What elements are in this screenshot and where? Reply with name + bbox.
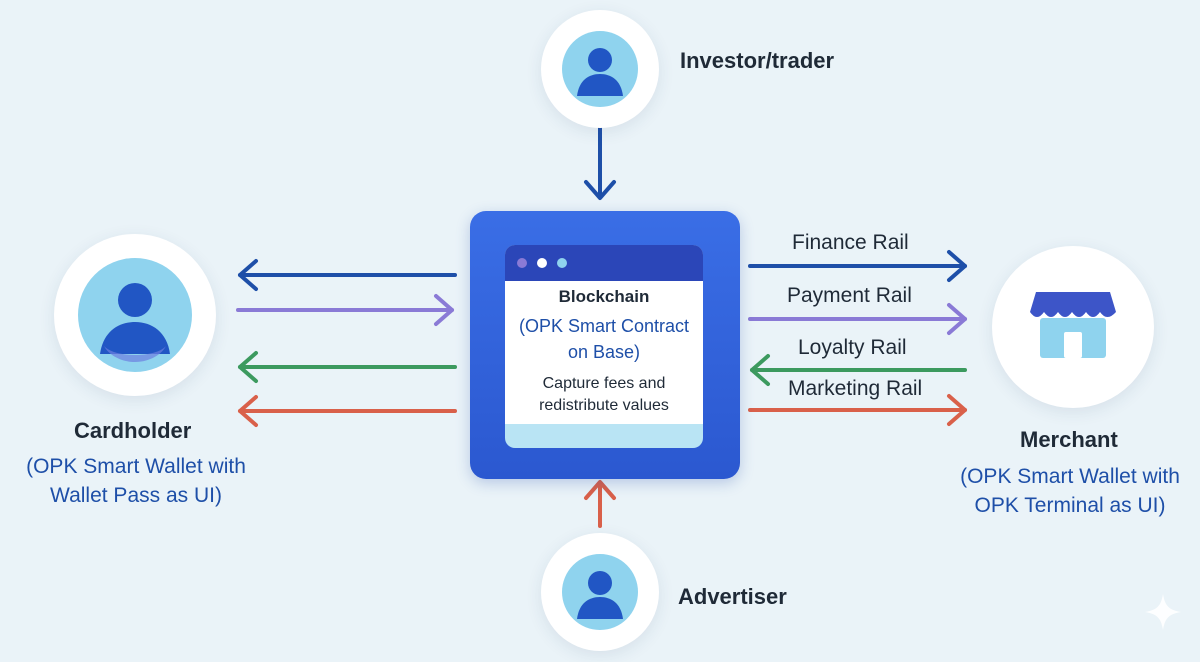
investor-label: Investor/trader	[680, 48, 835, 73]
store-icon	[1030, 292, 1116, 358]
arrow-loyalty-to-cardholder	[238, 351, 457, 383]
cardholder-label: Cardholder	[74, 418, 192, 443]
blockchain-subtitle-line2: on Base)	[567, 342, 641, 362]
blockchain-note-line2: redistribute values	[539, 397, 669, 414]
arrow-marketing-to-cardholder	[238, 395, 457, 427]
merchant-subtitle-line2: OPK Terminal as UI)	[974, 494, 1166, 517]
cardholder-subtitle-line1: (OPK Smart Wallet with	[26, 455, 246, 478]
advertiser-label: Advertiser	[678, 584, 787, 609]
rail-label-marketing: Marketing Rail	[788, 377, 923, 400]
window-content: Blockchain (OPK Smart Contract on Base) …	[505, 281, 703, 424]
blockchain-title: Blockchain	[558, 287, 650, 306]
arrow-advertiser-to-blockchain	[584, 480, 616, 528]
window-dot-2	[537, 258, 547, 268]
merchant-subtitle-line1: (OPK Smart Wallet with	[960, 465, 1180, 488]
arrow-finance-to-merchant	[748, 250, 967, 282]
blockchain-subtitle-line1: (OPK Smart Contract	[518, 316, 690, 336]
arrow-payment-from-cardholder	[236, 294, 454, 326]
advertiser-node[interactable]	[541, 533, 659, 651]
rail-label-finance: Finance Rail	[792, 231, 909, 254]
investor-node[interactable]	[541, 10, 659, 128]
arrow-payment-to-merchant	[748, 303, 967, 335]
arrow-marketing-to-merchant	[748, 394, 967, 426]
window-dot-3	[557, 258, 567, 268]
blockchain-box[interactable]: Blockchain (OPK Smart Contract on Base) …	[470, 211, 740, 479]
merchant-node[interactable]	[992, 246, 1154, 408]
arrow-investor-to-blockchain	[584, 126, 616, 200]
person-icon	[562, 554, 638, 630]
cardholder-subtitle-line2: Wallet Pass as UI)	[50, 484, 222, 507]
person-icon	[562, 31, 638, 107]
rail-label-loyalty: Loyalty Rail	[798, 336, 907, 359]
sparkle-icon	[1145, 594, 1181, 630]
window-titlebar	[505, 245, 703, 281]
rail-label-payment: Payment Rail	[787, 284, 912, 307]
window-dot-1	[517, 258, 527, 268]
blockchain-note: Capture fees and redistribute values	[505, 373, 703, 417]
arrow-finance-to-cardholder	[238, 259, 457, 291]
cardholder-node[interactable]	[54, 234, 216, 396]
blockchain-note-line1: Capture fees and	[542, 375, 666, 392]
blockchain-window: Blockchain (OPK Smart Contract on Base) …	[505, 245, 703, 448]
merchant-label: Merchant	[1020, 427, 1118, 452]
person-icon	[78, 258, 192, 372]
blockchain-subtitle: (OPK Smart Contract on Base)	[505, 313, 703, 365]
cardholder-subtitle: (OPK Smart Wallet with Wallet Pass as UI…	[0, 452, 272, 510]
arrow-loyalty-from-merchant	[750, 354, 967, 386]
merchant-subtitle: (OPK Smart Wallet with OPK Terminal as U…	[940, 462, 1200, 520]
